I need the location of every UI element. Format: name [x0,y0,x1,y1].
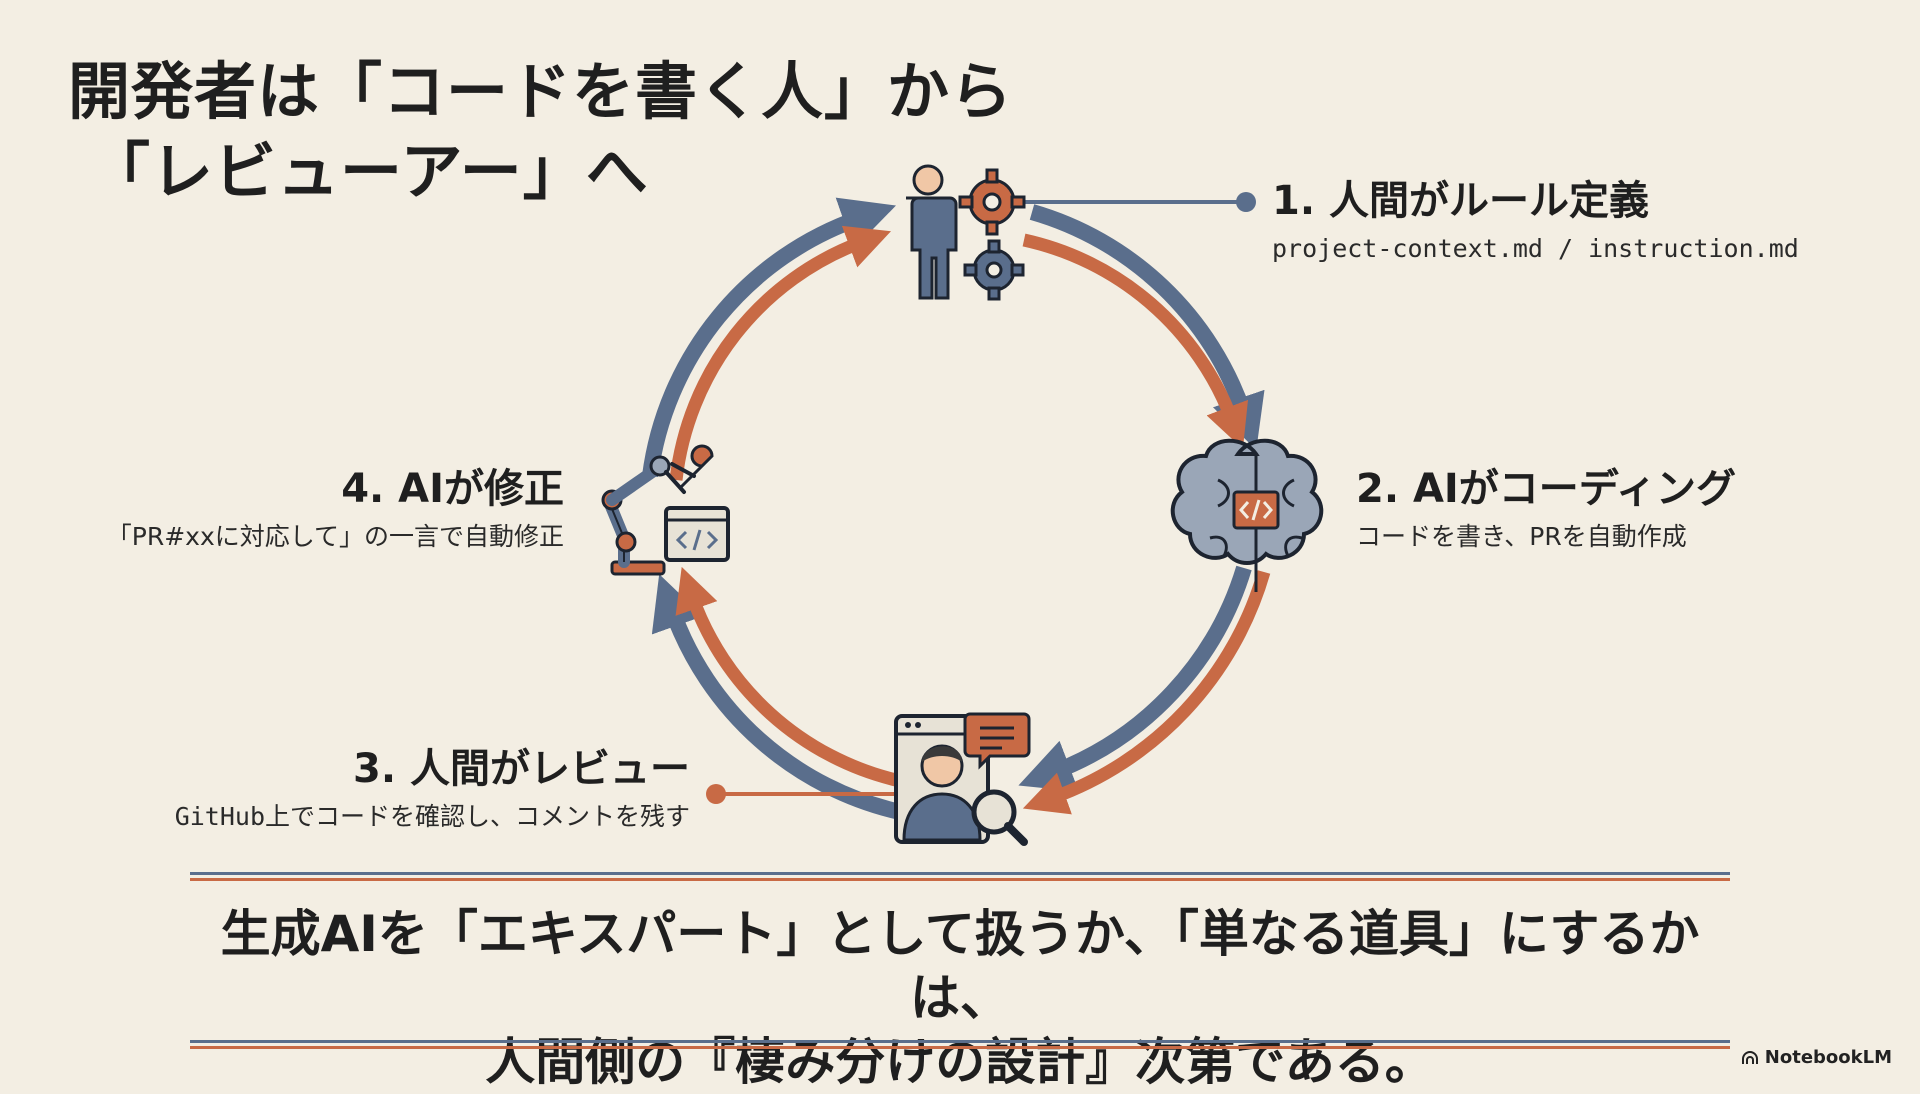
page-title: 開発者は「コードを書く人」から 「レビューアー」へ [68,52,1013,212]
step-4-description: 「PR#xxに対応して」の一言で自動修正 [106,522,564,551]
arrow-3-to-4-outer [651,574,902,820]
arrow-3-to-4-inner [675,566,898,787]
conclusion-banner: 生成AIを「エキスパート」として扱うか、「単なる道具」にするかは、 人間側の『棲… [190,872,1730,1091]
arrow-2-to-3-outer [1018,565,1252,792]
person-with-gears-icon [906,164,1026,301]
brand-watermark: NotebookLM [1741,1047,1892,1068]
notebooklm-logo-icon [1741,1050,1758,1064]
step-3-title: 3. 人間がレビュー [353,746,690,792]
step-4: 4. AIが修正 「PR#xxに対応して」の一言で自動修正 [107,464,564,554]
conclusion-line-1: 生成AIを「エキスパート」として扱うか、「単なる道具」にするかは、 [220,905,1700,1027]
conclusion-text: 生成AIを「エキスパート」として扱うか、「単なる道具」にするかは、 人間側の『棲… [190,902,1730,1094]
divider-top [190,872,1730,882]
cycle-arrows [642,197,1271,820]
title-line-1: 開発者は「コードを書く人」から [68,55,1014,128]
step-1-description: project-context.md / instruction.md [1272,234,1799,263]
step-4-title: 4. AIが修正 [341,466,564,512]
step-1: 1. 人間がルール定義 project-context.md / instruc… [1272,176,1799,266]
title-line-2: 「レビューアー」へ [88,135,649,208]
step-2: 2. AIがコーディング コードを書き、PRを自動作成 [1356,464,1736,554]
code-reviewer-icon [894,712,1031,846]
arrow-4-to-1-outer [642,197,896,478]
divider-bottom [190,1040,1730,1050]
step-3: 3. 人間がレビュー GitHub上でコードを確認し、コメントを残す [175,744,690,834]
step-2-description: コードを書き、PRを自動作成 [1356,522,1687,551]
step-2-title: 2. AIがコーディング [1356,466,1736,512]
arrow-1-to-2-outer [1029,204,1265,451]
brain-code-icon [1170,438,1324,592]
arrow-2-to-3-inner [1022,570,1271,815]
arrow-1-to-2-inner [1022,233,1249,449]
arrow-4-to-1-inner [669,225,892,481]
step-1-title: 1. 人間がルール定義 [1272,178,1649,224]
robot-arm-code-icon [601,444,730,576]
connectors [706,192,1256,804]
step-3-description: GitHub上でコードを確認し、コメントを残す [174,802,690,831]
brand-name: NotebookLM [1764,1047,1892,1068]
